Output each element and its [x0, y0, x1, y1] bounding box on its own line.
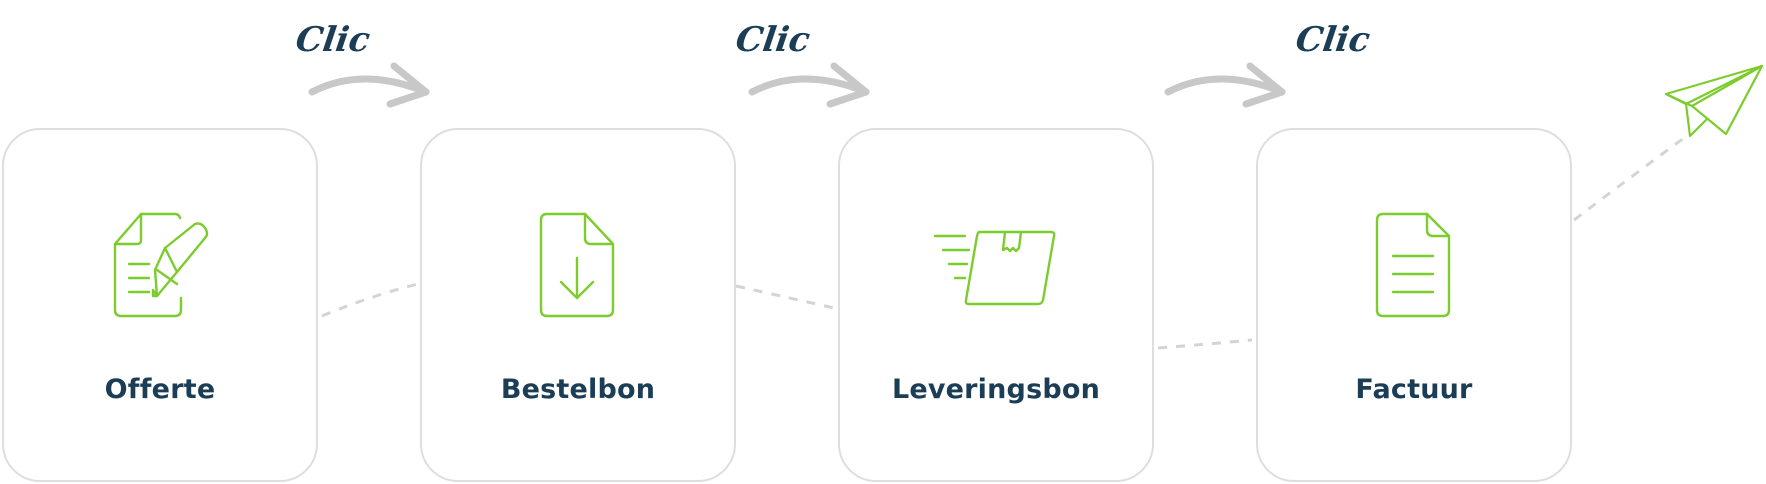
- curved-arrow-1: [308, 62, 430, 108]
- step-label-leveringsbon: Leveringsbon: [891, 374, 1101, 405]
- step-card-leveringsbon[interactable]: Leveringsbon: [838, 128, 1154, 482]
- document-download-icon: [513, 206, 643, 336]
- dashed-connector-4: [1573, 136, 1685, 222]
- delivery-box-icon: [931, 206, 1061, 336]
- step-card-bestelbon[interactable]: Bestelbon: [420, 128, 736, 482]
- dashed-connector-2: [735, 284, 835, 310]
- clic-label-3: Clic: [1293, 20, 1373, 60]
- paper-plane-icon: [1664, 64, 1764, 138]
- quote-edit-icon: [95, 206, 225, 336]
- step-card-offerte[interactable]: Offerte: [2, 128, 318, 482]
- step-label-factuur: Factuur: [1355, 374, 1473, 405]
- curved-arrow-2: [748, 62, 870, 108]
- step-card-factuur[interactable]: Factuur: [1256, 128, 1572, 482]
- step-label-bestelbon: Bestelbon: [500, 374, 656, 405]
- dashed-connector-3: [1157, 338, 1253, 350]
- clic-label-2: Clic: [733, 20, 813, 60]
- invoice-document-icon: [1349, 206, 1479, 336]
- dashed-connector-1: [321, 282, 419, 318]
- step-label-offerte: Offerte: [104, 374, 216, 405]
- curved-arrow-3: [1164, 62, 1286, 108]
- clic-label-1: Clic: [293, 20, 373, 60]
